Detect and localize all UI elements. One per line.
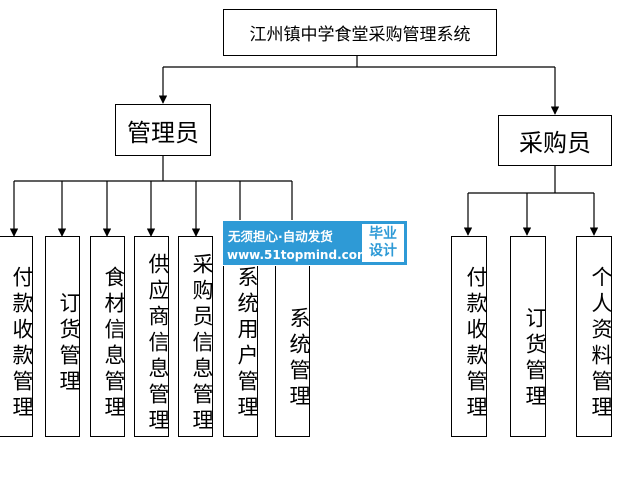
admin-module-buyers: 采购员信息管理 bbox=[178, 236, 214, 437]
buyer-module-ordering: 订货管理 bbox=[510, 236, 547, 437]
admin-module-ordering: 订货管理 bbox=[45, 236, 81, 437]
buyer-module-profile: 个人资料管理 bbox=[576, 236, 613, 437]
watermark-banner: 无须担心·自动发货 www.51topmind.com 毕业 设计 bbox=[222, 220, 408, 266]
buyer-module-payment: 付款收款管理 bbox=[451, 236, 488, 437]
system-title: 江州镇中学食堂采购管理系统 bbox=[249, 25, 471, 45]
admin-role-box: 管理员 bbox=[115, 104, 211, 156]
admin-module-suppliers: 供应商信息管理 bbox=[134, 236, 170, 437]
watermark-slogan: 无须担心·自动发货 bbox=[228, 229, 333, 244]
admin-module-system: 系统管理 bbox=[275, 236, 311, 437]
watermark-url: www.51topmind.com bbox=[227, 248, 370, 262]
admin-module-system-users: 系统用户管理 bbox=[223, 236, 259, 437]
admin-role-label: 管理员 bbox=[127, 118, 199, 147]
admin-module-ingredients: 食材信息管理 bbox=[90, 236, 126, 437]
system-title-box: 江州镇中学食堂采购管理系统 bbox=[223, 9, 497, 56]
watermark-tag-line1: 毕业 bbox=[369, 226, 397, 242]
buyer-role-label: 采购员 bbox=[519, 129, 591, 157]
admin-module-payment: 付款收款管理 bbox=[0, 236, 34, 437]
watermark-tag: 毕业 设计 bbox=[362, 224, 404, 262]
watermark-tag-line2: 设计 bbox=[369, 243, 397, 259]
buyer-role-box: 采购员 bbox=[498, 115, 612, 166]
